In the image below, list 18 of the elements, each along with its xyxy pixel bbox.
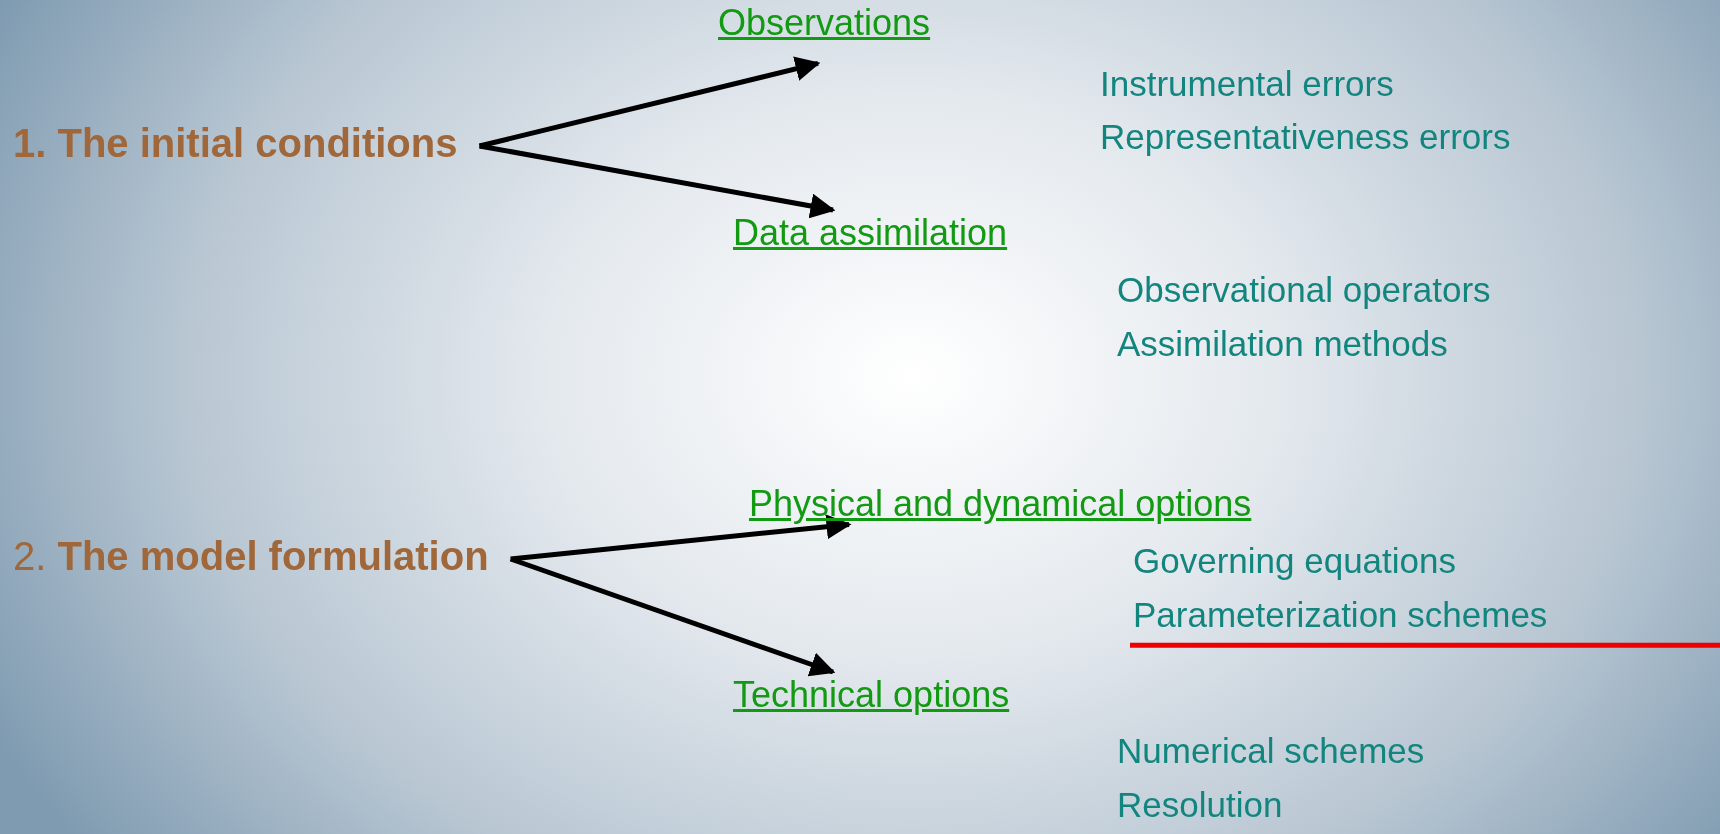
detail-text: Governing equations bbox=[1133, 541, 1456, 582]
detail-text: Assimilation methods bbox=[1117, 324, 1448, 365]
detail-text: Parameterization schemes bbox=[1133, 595, 1548, 636]
detail-text: Observational operators bbox=[1117, 270, 1491, 311]
subtopic-link-text: Technical options bbox=[733, 674, 1010, 716]
arrow bbox=[510, 514, 852, 562]
topic-heading: 1. The initial conditions bbox=[13, 120, 458, 166]
arrow bbox=[478, 56, 821, 149]
arrow bbox=[509, 556, 836, 677]
detail-text: Resolution bbox=[1117, 785, 1283, 826]
detail-text: Numerical schemes bbox=[1117, 731, 1425, 772]
detail-text: Representativeness errors bbox=[1100, 117, 1511, 158]
detail-text: Instrumental errors bbox=[1100, 64, 1394, 105]
subtopic-link-text: Observations bbox=[718, 2, 931, 44]
subtopic-link-text: Physical and dynamical options bbox=[749, 483, 1252, 525]
arrow bbox=[479, 143, 836, 219]
subtopic-link-text: Data assimilation bbox=[733, 212, 1008, 254]
topic-heading: 2. The model formulation bbox=[13, 533, 489, 579]
